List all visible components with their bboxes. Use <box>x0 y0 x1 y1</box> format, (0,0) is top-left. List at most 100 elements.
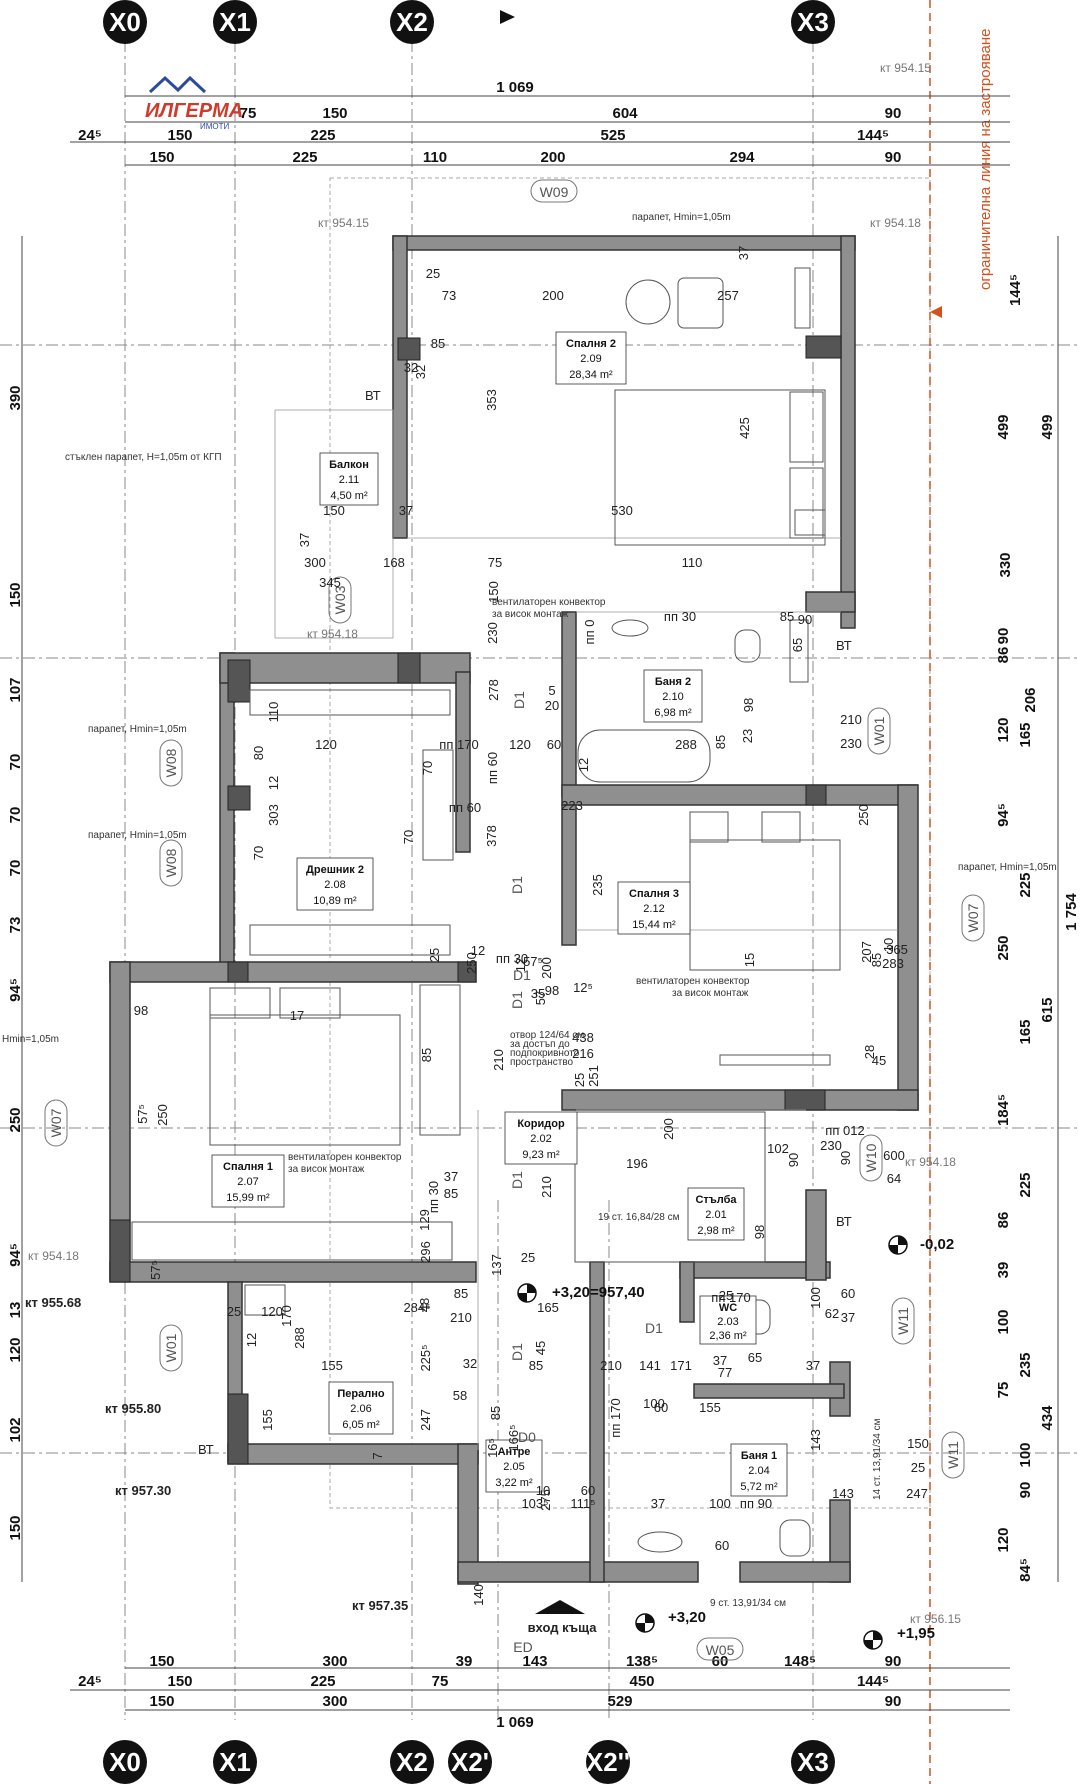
wall-top-bedroom2 <box>392 235 856 251</box>
window-tag-box <box>891 1297 915 1345</box>
room-name: Спалня 2 <box>566 338 616 350</box>
inner-dim: 32 <box>463 1356 477 1371</box>
inner-dim: 37 <box>444 1169 458 1184</box>
room-name: Балкон <box>329 459 369 471</box>
right-dims-col3: 330 90 86 120 165 250 165 86 100 75 120 <box>995 552 1034 1552</box>
inner-dim: 275 <box>538 1489 553 1511</box>
dim-right-outer: 1 754 <box>1063 893 1080 931</box>
inner-dim: 207 <box>859 941 874 963</box>
inner-dim: 45 <box>533 1341 548 1355</box>
dim-top-row2: 144⁵ <box>857 127 889 144</box>
dim-left: 120 <box>7 1337 24 1362</box>
inner-dim: 77 <box>718 1365 732 1380</box>
inner-dim: 284⁵ <box>403 1300 430 1315</box>
inner-dim: 28 <box>862 1045 877 1059</box>
inner-dim: 85 <box>488 1406 503 1420</box>
dim-bottom-row1: 90 <box>885 1653 902 1670</box>
bed-bedroom2 <box>614 389 826 546</box>
shelf-wardrobe2-top <box>249 689 451 716</box>
room-area: 5,72 m² <box>740 1481 778 1493</box>
inner-dim: 143 <box>832 1486 854 1501</box>
boundary-arrow-icon <box>930 306 942 318</box>
window-tag-box <box>859 1134 883 1182</box>
wall-bedroom3-left <box>561 804 577 946</box>
dim-top-row3: 150 <box>149 149 174 166</box>
room-area: 2,98 m² <box>697 1225 735 1237</box>
boundary-label: ограничителна линия на застрояване <box>977 29 994 291</box>
inner-dim: пп 012 <box>825 1123 864 1138</box>
inner-dim: 120 <box>261 1304 283 1319</box>
room-area: 15,99 m² <box>226 1192 270 1204</box>
note-stairs: 14 ст. 13,91/34 см <box>872 1418 883 1500</box>
wardrobe-bedroom1 <box>419 984 461 1136</box>
inner-dim: 85 <box>454 1286 468 1301</box>
room-box <box>485 1439 543 1493</box>
inner-dim: 210 <box>450 1310 472 1325</box>
dim-right-col2: 184⁵ <box>995 1094 1012 1126</box>
axis-label: X3 <box>797 1747 829 1777</box>
inner-dim: 75 <box>488 555 502 570</box>
inner-dim: 10 <box>881 938 896 952</box>
dim-bottom-row2: 225 <box>310 1673 335 1690</box>
axis-label: X1 <box>219 1747 251 1777</box>
inner-dim: 141 <box>639 1358 661 1373</box>
inner-dim: 438 <box>572 1030 594 1045</box>
room-label-antre: Антре 2.05 3,22 m² <box>485 1439 543 1493</box>
window-tag: W01 <box>163 1333 179 1362</box>
dim-bottom-row2: 75 <box>432 1673 449 1690</box>
dim-left: 150 <box>7 1515 24 1540</box>
room-box <box>643 669 703 723</box>
bed1-pillow-a <box>209 987 271 1019</box>
inner-dim: 85 <box>713 735 728 749</box>
balcony-outline <box>274 409 394 639</box>
dim-right-col2: 94⁵ <box>995 803 1012 827</box>
window-tag-box <box>159 839 183 887</box>
toilet-bath1 <box>779 1519 811 1557</box>
inner-dim: 65 <box>748 1350 762 1365</box>
level-icon-fill <box>889 1236 907 1254</box>
inner-dim: 25 <box>427 948 442 962</box>
room-name: Коридор <box>517 1118 565 1130</box>
axis-label: X2' <box>451 1747 489 1777</box>
elevation-label: кт 954.18 <box>28 1249 79 1263</box>
bed-pillow-b <box>789 467 824 539</box>
inner-dim: 37 <box>651 1496 665 1511</box>
shower-bath2 <box>789 619 809 683</box>
inner-dim: 25 <box>426 266 440 281</box>
vt-label: ВТ <box>365 388 381 403</box>
dim-right-col2: 225 <box>1017 1172 1034 1197</box>
room-number: 2.08 <box>324 879 345 891</box>
inner-dim: 425 <box>737 417 752 439</box>
inner-dim: 65 <box>790 638 805 652</box>
dim-top-row1: 604 <box>612 105 638 122</box>
note-attic: подпокривното <box>510 1048 580 1059</box>
inner-dim: 70 <box>251 846 266 860</box>
inner-dim: 85 <box>444 1186 458 1201</box>
dim-bottom-row1: 138⁵ <box>626 1653 658 1670</box>
wall-bottom-bedroom3 <box>561 1089 919 1111</box>
room-label-bath2: Баня 2 2.10 6,98 m² <box>643 669 703 723</box>
inner-dim: 365 <box>886 942 908 957</box>
axis-x2-bottom <box>390 1740 434 1784</box>
axis-x2p-bottom <box>448 1740 492 1784</box>
inner-dim: 296 <box>418 1241 433 1263</box>
inner-dim: 288 <box>292 1327 307 1349</box>
inner-dim: 230 <box>840 736 862 751</box>
inner-dim: 60 <box>841 1286 855 1301</box>
bed-bedroom3 <box>689 839 841 971</box>
dim-bottom-row1: 143 <box>522 1653 547 1670</box>
desk-bedroom1 <box>131 1221 453 1261</box>
inner-dim: 111⁵ <box>570 1496 595 1511</box>
note-parapet: парапет, Hmin=1,05m <box>958 862 1057 873</box>
inner-dim: 85 <box>529 1358 543 1373</box>
left-dims: 390 150 107 70 70 70 73 94⁵ 250 94⁵ 13 1… <box>7 385 24 1540</box>
right-dims-col2: 144⁵ 499 206 94⁵ 225 184⁵ 225 39 235 100… <box>995 274 1039 1582</box>
room-number: 2.03 <box>717 1316 738 1328</box>
dim-bottom-row1: 39 <box>456 1653 473 1670</box>
dim-right-col3: 100 <box>995 1309 1012 1334</box>
room-area: 4,50 m² <box>330 490 368 502</box>
note-convector: за висок монтаж <box>672 988 749 999</box>
room-area: 10,89 m² <box>313 895 357 907</box>
column-bedroom1-b <box>457 961 477 983</box>
axis-x3-bottom <box>791 1740 835 1784</box>
